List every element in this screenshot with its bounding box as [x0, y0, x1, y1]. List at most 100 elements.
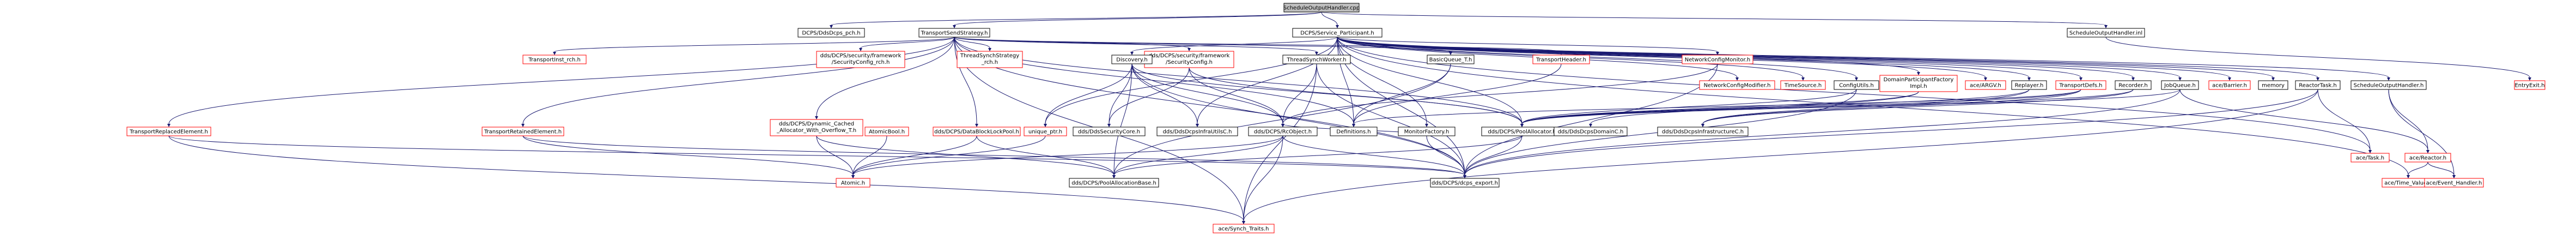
node-dds-dcps-infra-utils[interactable]: dds/DdsDcpsInfraUtilsC.h: [1156, 127, 1238, 136]
node-discovery[interactable]: Discovery.h: [1111, 55, 1153, 64]
node-entry-exit[interactable]: EntryExit.h: [2514, 80, 2545, 90]
edge-service-participant-to-unique-ptr: [1045, 37, 1338, 124]
node-label: NetworkConfigMonitor.h: [1685, 57, 1750, 63]
arrowhead: [1701, 124, 1704, 127]
node-service-participant[interactable]: DCPS/Service_Participant.h: [1292, 28, 1383, 38]
arrowhead: [2368, 150, 2372, 153]
node-label: AtomicBool.h: [869, 129, 905, 135]
edge-transport-replaced-element-to-dcps-export: [168, 135, 1465, 176]
graph-nodes: ScheduleOutputHandler.cppDCPS/DdsDcps_pc…: [126, 3, 2545, 233]
node-thread-synch-worker[interactable]: ThreadSynchWorker.h: [1282, 55, 1351, 64]
node-dds-dcps-domain-c[interactable]: dds/DdsDcpsDomainC.h: [1554, 127, 1628, 136]
node-ace-barrier[interactable]: ace/Barrier.h: [2208, 80, 2251, 90]
node-basic-queue-t[interactable]: BasicQueue_T.h: [1427, 55, 1475, 64]
node-label: ThreadSynchStrategy: [960, 53, 1019, 59]
arrowhead: [1425, 124, 1428, 127]
node-security-config-rch[interactable]: dds/DCPS/security/framework/SecurityConf…: [816, 51, 905, 68]
node-definitions[interactable]: Definitions.h: [1330, 127, 1378, 136]
node-dynamic-cached-allocator[interactable]: dds/DCPS/Dynamic_Cached_Allocator_With_O…: [770, 119, 863, 136]
node-time-source[interactable]: TimeSource.h: [1780, 80, 1826, 90]
arrowhead: [988, 48, 991, 51]
node-label: _rch.h: [981, 59, 998, 65]
node-pool-allocator[interactable]: dds/DCPS/PoolAllocator.h: [1481, 127, 1563, 136]
node-ace-task[interactable]: ace/Task.h: [2350, 153, 2390, 163]
node-dcps-output-handler[interactable]: DCPS/DdsDcps_pch.h: [797, 28, 865, 38]
node-schedule-output-handler-h[interactable]: ScheduleOutputHandler.h: [2350, 80, 2427, 90]
edge-thread-synch-worker-to-rc-object: [1282, 63, 1317, 124]
node-ace-argv[interactable]: ace/ARGV.h: [1965, 80, 2006, 90]
node-dds-dcps-infrastructure-c[interactable]: dds/DdsDcpsInfrastructureC.h: [1657, 127, 1749, 136]
edge-schedule-output-handler-h-to-ace-reactor: [2388, 89, 2428, 151]
node-pool-allocation-base[interactable]: dds/DCPS/PoolAllocationBase.h: [1069, 178, 1159, 188]
node-box: [1398, 127, 1456, 136]
node-box: [2514, 80, 2545, 90]
node-memory[interactable]: memory: [2258, 80, 2288, 90]
node-box: [1213, 224, 1275, 233]
node-unique-ptr[interactable]: unique_ptr.h: [1024, 127, 1067, 136]
arrowhead: [1716, 52, 1719, 55]
edge-transport-retained-element-to-dcps-export: [522, 135, 1465, 176]
node-network-config-monitor[interactable]: NetworkConfigMonitor.h: [1682, 55, 1753, 64]
node-label: EntryExit.h: [2514, 83, 2544, 89]
arrowhead: [1242, 221, 1245, 224]
edge-job-queue-to-dcps-export: [1464, 89, 2181, 176]
node-job-queue[interactable]: JobQueue.h: [2161, 80, 2199, 90]
node-ace-time-value[interactable]: ace/Time_Value.h: [2382, 178, 2435, 188]
node-box: [1699, 80, 1775, 90]
edge-network-config-monitor-to-dcps-export: [1464, 63, 1718, 176]
node-label: dds/DdsDcpsInfrastructureC.h: [1662, 129, 1744, 135]
node-network-config-modifier[interactable]: NetworkConfigModifier.h: [1699, 80, 1775, 90]
node-box: [933, 127, 1021, 136]
node-ace-reactor[interactable]: ace/Reactor.h: [2404, 153, 2451, 163]
node-box: [1427, 55, 1475, 64]
edge-root-to-dcps-output-handler: [831, 11, 1322, 26]
edge-root-to-transport-send-strategy: [954, 11, 1322, 26]
node-ace-synch-traits[interactable]: ace/Synch_Traits.h: [1213, 224, 1275, 233]
node-thread-synch-strategy-rch[interactable]: ThreadSynchStrategy_rch.h: [957, 51, 1023, 68]
edge-discovery-to-unique-ptr: [1045, 63, 1132, 124]
node-config-utils[interactable]: ConfigUtils.h: [1834, 80, 1879, 90]
node-box: [2295, 80, 2341, 90]
node-label: ScheduleOutputHandler.cpp: [1283, 5, 1360, 11]
arrowhead: [1984, 77, 1987, 81]
node-label: ace/Time_Value.h: [2384, 181, 2432, 187]
node-box: [2258, 80, 2288, 90]
node-monitor-factory[interactable]: MonitorFactory.h: [1398, 127, 1456, 136]
arrowhead: [2178, 77, 2182, 81]
node-security-config[interactable]: dds/DCPS/security/framework/SecurityConf…: [1144, 51, 1234, 68]
node-label: ace/Synch_Traits.h: [1219, 226, 1269, 232]
node-transport-retained-element[interactable]: TransportRetainedElement.h: [482, 127, 564, 136]
node-rc-object[interactable]: dds/DCPS/RcObject.h: [1248, 127, 1318, 136]
arrowhead: [1801, 77, 1805, 81]
edge-pool-allocator-to-pool-allocation-base: [1113, 135, 1523, 176]
edge-rc-object-to-dcps-export: [1282, 135, 1465, 176]
node-label: dds/DCPS/PoolAllocationBase.h: [1071, 181, 1156, 187]
edge-dynamic-cached-allocator-to-atomic: [816, 135, 854, 176]
node-data-block-lock-pool[interactable]: dds/DCPS/DataBlockLockPool.h: [933, 127, 1021, 136]
node-replayer[interactable]: Replayer.h: [2011, 80, 2047, 90]
node-ace-event-handler[interactable]: ace/Event_Handler.h: [2424, 178, 2484, 188]
node-reactor-task[interactable]: ReactorTask.h: [2295, 80, 2341, 90]
node-dcps-export[interactable]: dds/DCPS/dcps_export.h: [1430, 178, 1500, 188]
node-label: TransportSendStrategy.h: [920, 31, 988, 37]
node-dds-security-core[interactable]: dds/DdsSecurityCore.h: [1073, 127, 1146, 136]
node-label: TransportReplacedElement.h: [129, 129, 208, 135]
node-transport-inst-rch[interactable]: TransportInst_rch.h: [522, 55, 587, 64]
node-transport-replaced-element[interactable]: TransportReplacedElement.h: [126, 127, 211, 136]
node-box: [1430, 178, 1500, 188]
node-label: Impl.h: [1910, 83, 1927, 89]
node-atomic[interactable]: Atomic.h: [836, 178, 870, 188]
node-transport-send-strategy[interactable]: TransportSendStrategy.h: [918, 28, 990, 38]
arrowhead: [1917, 72, 1920, 75]
node-box: [1282, 55, 1351, 64]
node-box: [1965, 80, 2006, 90]
node-schedule-output-handler-inl[interactable]: ScheduleOutputHandler.inl: [2067, 28, 2145, 38]
node-recorder[interactable]: Recorder.h: [2115, 80, 2152, 90]
node-transport-defs[interactable]: TransportDefs.h: [2055, 80, 2106, 90]
node-transport-header[interactable]: TransportHeader.h: [1532, 55, 1590, 64]
arrowhead: [2452, 175, 2456, 178]
arrowhead: [1336, 25, 1339, 28]
arrowhead: [1107, 124, 1111, 127]
node-atomic-bool[interactable]: AtomicBool.h: [864, 127, 909, 136]
